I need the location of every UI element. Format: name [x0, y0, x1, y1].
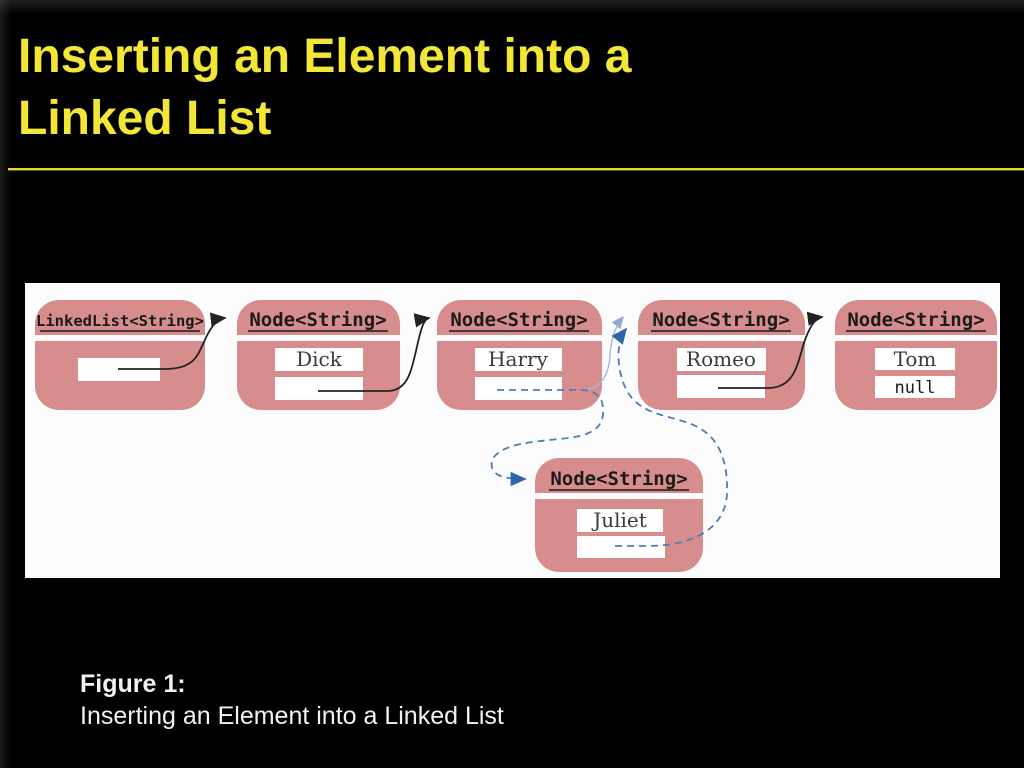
node-juliet-data: Juliet: [591, 508, 647, 532]
node-tom-title: Node<String>: [847, 309, 984, 331]
node-juliet-title: Node<String>: [550, 468, 687, 490]
linkedlist-box: LinkedList<String>: [35, 300, 205, 410]
node-dick-header-gap: [237, 335, 400, 341]
node-tom-next-field: [875, 376, 955, 398]
node-romeo-next-field: [677, 375, 765, 398]
node-romeo-data: Romeo: [686, 347, 756, 371]
node-romeo-data-field: [677, 348, 766, 371]
arrow-new-juliet-to-romeo: [611, 327, 728, 547]
node-romeo-title: Node<String>: [652, 309, 789, 331]
node-tom-header-gap: [835, 335, 997, 341]
node-juliet-data-field: [577, 509, 663, 532]
node-romeo-box: Node<String> Romeo: [638, 300, 805, 410]
arrow-linkedlist-to-dick: [118, 312, 227, 370]
node-juliet-header-gap: [535, 493, 703, 499]
node-dick-box: Node<String> Dick: [237, 300, 400, 410]
node-harry-data: Harry: [488, 347, 548, 371]
node-juliet-box: Node<String> Juliet: [535, 458, 703, 572]
node-dick-title: Node<String>: [249, 309, 386, 331]
linkedlist-body: [35, 300, 205, 410]
linked-list-diagram: LinkedList<String> Node<String> Dick Nod…: [35, 300, 997, 572]
title-underline: [8, 168, 1024, 171]
node-juliet-next-field: [577, 536, 665, 558]
node-tom-box: Node<String> Tom null: [835, 300, 997, 410]
arrow-romeo-to-tom: [718, 311, 824, 389]
figure-caption-text: Inserting an Element into a Linked List: [80, 702, 504, 730]
node-harry-box: Node<String> Harry: [437, 300, 602, 410]
page-title: Inserting an Element into a Linked List: [18, 26, 918, 150]
node-harry-header-gap: [437, 335, 602, 341]
node-dick-data: Dick: [296, 347, 343, 371]
linkedlist-header-gap: [35, 335, 205, 341]
linkedlist-title: LinkedList<String>: [36, 312, 204, 330]
title-line-2: Linked List: [18, 92, 272, 145]
node-harry-data-field: [475, 348, 562, 371]
arrow-dick-to-harry: [318, 313, 431, 392]
figure-caption: Figure 1: Inserting an Element into a Li…: [80, 668, 504, 732]
node-dick-data-field: [275, 348, 363, 371]
node-tom-data-field: [875, 348, 955, 370]
figure-panel: LinkedList<String> Node<String> Dick Nod…: [25, 283, 1000, 578]
node-tom-data: Tom: [894, 347, 937, 371]
node-dick-next-field: [275, 377, 363, 400]
title-line-1: Inserting an Element into a: [18, 30, 632, 83]
node-harry-title: Node<String>: [450, 309, 587, 331]
node-tom-next-null: null: [895, 378, 936, 398]
arrow-old-harry-to-romeo: [582, 315, 624, 391]
node-romeo-header-gap: [638, 335, 805, 341]
figure-caption-label: Figure 1:: [80, 670, 186, 698]
node-harry-next-field: [475, 377, 562, 400]
